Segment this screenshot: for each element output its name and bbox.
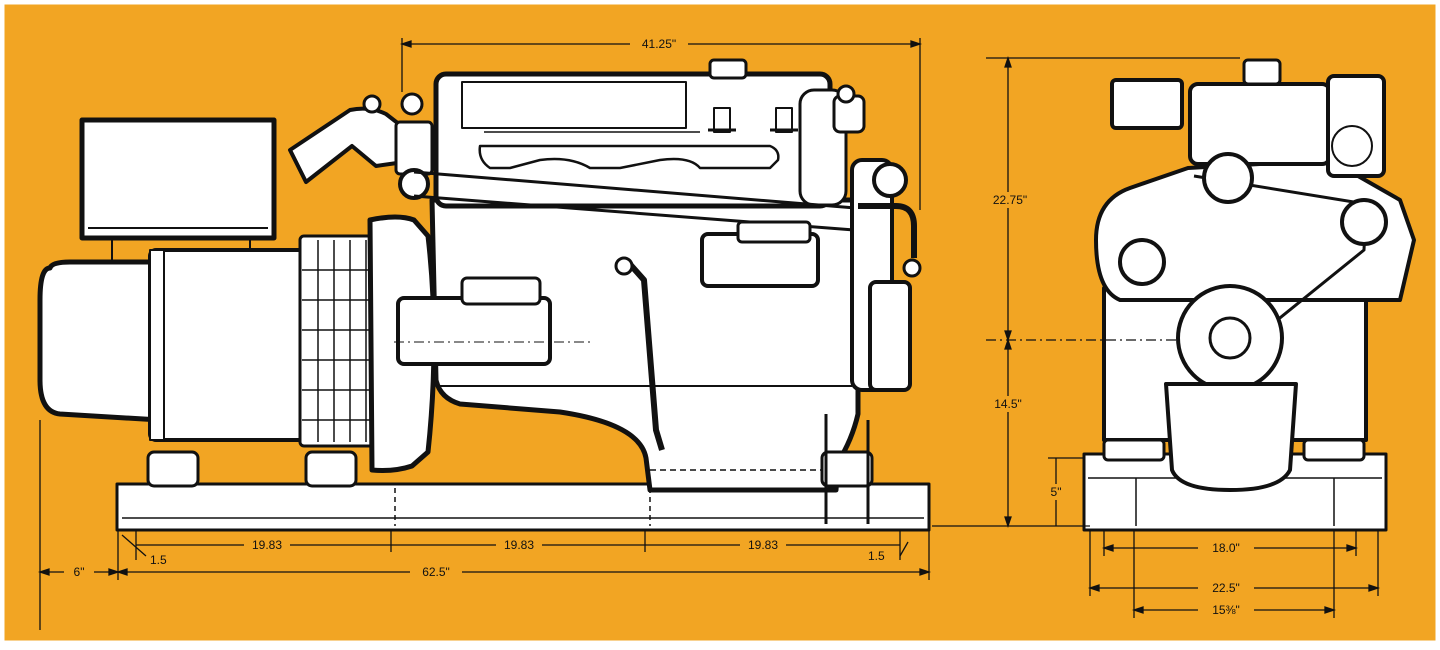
- arrow: [910, 40, 923, 48]
- arrow: [1101, 544, 1114, 552]
- thermostat-eye: [836, 84, 856, 104]
- starter-motor: [396, 296, 552, 366]
- label-left-margin: 1.5: [150, 553, 167, 567]
- label-mount-spacing-1: 19.83: [252, 538, 282, 552]
- label-rail-width: 15⅜": [1212, 603, 1240, 617]
- label-mount-width: 18.0": [1212, 541, 1240, 555]
- lifting-eye: [362, 94, 382, 114]
- label-overall-length: 62.5": [422, 565, 450, 579]
- dipstick: [625, 260, 665, 451]
- end-left-pulley: [1118, 238, 1166, 286]
- end-view-dimensions: [932, 55, 1381, 618]
- dipstick-handle: [614, 256, 634, 276]
- elbow-flange: [394, 120, 434, 176]
- label-height-upper: 22.75": [993, 193, 1027, 207]
- arrow: [1346, 544, 1359, 552]
- arrow: [919, 568, 932, 576]
- exhaust-elbow: [288, 106, 406, 184]
- end-oil-pan: [1164, 382, 1298, 492]
- mount-1: [146, 450, 200, 488]
- label-mount-spacing-2: 19.83: [504, 538, 534, 552]
- end-view-labels: 22.75" 14.5" 5" 18.0" 22.5" 15⅜": [984, 192, 1254, 618]
- arrow: [1324, 606, 1337, 614]
- arrow: [115, 568, 128, 576]
- drive-belt: [413, 170, 881, 212]
- arrow: [108, 568, 121, 576]
- alternator-pulley: [902, 258, 922, 278]
- valve-cover-panel: [461, 81, 687, 129]
- starter-solenoid: [460, 276, 542, 306]
- idler-pulley: [398, 168, 430, 200]
- end-top-pulley: [1202, 152, 1254, 204]
- fin-lines: [302, 240, 378, 442]
- oil-filler-cap: [708, 58, 748, 80]
- lifting-eye: [400, 92, 424, 116]
- generator-end-cover: [37, 259, 163, 423]
- mount-2: [304, 450, 358, 488]
- side-view: [37, 58, 931, 532]
- arrow: [1131, 606, 1144, 614]
- right-margin-leader: [899, 541, 909, 557]
- coolant-pipe: [858, 203, 917, 258]
- end-tank-gauge: [1331, 125, 1373, 167]
- generator-body: [148, 248, 312, 442]
- label-height-lower: 14.5": [994, 397, 1022, 411]
- label-overhang: 6": [74, 565, 85, 579]
- generator-band: [149, 249, 165, 441]
- end-mount-left: [1102, 438, 1166, 462]
- exhaust-manifold: [478, 144, 780, 170]
- arrow: [1004, 330, 1012, 343]
- injector: [713, 107, 731, 133]
- label-right-margin: 1.5: [868, 549, 885, 563]
- left-margin-leader: [121, 534, 147, 557]
- label-mount-spacing-3: 19.83: [748, 538, 778, 552]
- label-top-length: 41.25": [642, 37, 676, 51]
- end-view: [1082, 58, 1416, 532]
- end-right-pulley: [1340, 198, 1388, 246]
- arrow: [399, 40, 412, 48]
- end-filler-cap: [1242, 58, 1282, 86]
- arrow: [1004, 337, 1012, 350]
- arrow: [1004, 55, 1012, 68]
- side-view-labels: 41.25" 1.5 19.83 19.83 19.83 1.5 6" 62.5…: [64, 36, 885, 580]
- end-crank-hub: [1208, 316, 1252, 360]
- label-overall-width: 22.5": [1212, 581, 1240, 595]
- arrow: [1368, 584, 1381, 592]
- end-upper: [1094, 158, 1416, 302]
- control-box: [79, 117, 277, 241]
- arrow: [37, 568, 50, 576]
- end-air-box: [1110, 78, 1184, 130]
- label-base-height: 5": [1051, 485, 1062, 499]
- arrow: [1004, 516, 1012, 529]
- end-head: [1188, 82, 1332, 166]
- end-mount-right: [1302, 438, 1366, 462]
- crank-pulley: [868, 280, 912, 392]
- alternator-end: [736, 220, 812, 244]
- arrow: [1087, 584, 1100, 592]
- mount-3: [820, 450, 874, 488]
- injector: [775, 107, 793, 133]
- water-pump-pulley: [872, 162, 908, 198]
